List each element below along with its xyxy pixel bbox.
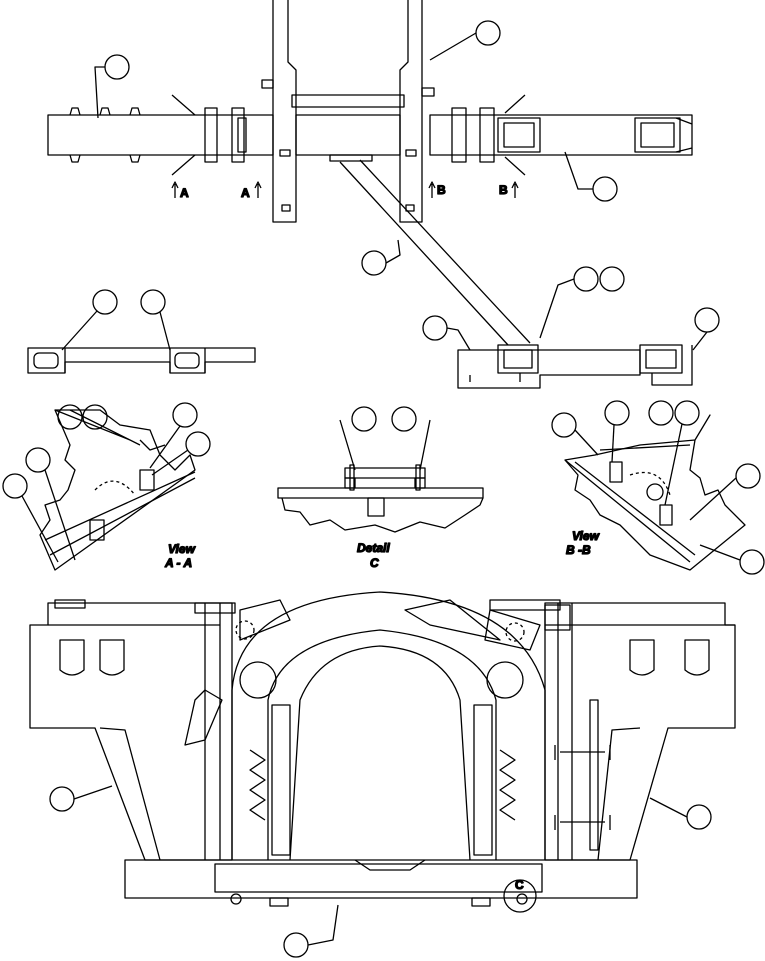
callout-balloon [664, 400, 700, 506]
section-marker-b-left: B [437, 183, 446, 197]
callout-balloon [151, 431, 211, 476]
callout-balloon [361, 239, 401, 276]
right-mount-bar [457, 344, 693, 389]
callout-balloon [82, 404, 108, 430]
detail-c-drawing [277, 419, 484, 533]
callout-balloon [604, 400, 630, 463]
callout-balloon [61, 289, 118, 351]
callout-balloon [539, 266, 599, 339]
detail-c-title-line1: Detail [357, 541, 390, 555]
callout-balloon [429, 20, 501, 61]
callout-balloon [149, 402, 198, 469]
view-bb-title-line1: View [572, 529, 600, 543]
bottom-frame-assembly [29, 591, 736, 913]
view-aa-title-line2: A - A [164, 556, 192, 570]
section-marker-b-right: B [499, 183, 508, 197]
callout-balloons [2, 20, 765, 958]
callout-balloon [692, 307, 720, 351]
callout-balloon [551, 412, 599, 456]
callout-balloon [49, 785, 113, 812]
view-bb-drawing [564, 414, 746, 571]
callout-balloon [391, 406, 417, 432]
callout-balloon [648, 400, 674, 426]
callout-balloon [564, 151, 618, 202]
section-marker-a-left: A [180, 186, 189, 200]
callout-balloon [599, 266, 625, 292]
callout-balloon [94, 54, 130, 119]
section-marker-a-right: A [241, 186, 250, 200]
callout-balloon [2, 473, 59, 563]
callout-balloon [351, 406, 377, 432]
callout-balloon [699, 544, 765, 575]
callout-balloon [283, 904, 339, 958]
callout-c-label: C [515, 878, 524, 892]
top-frame-assembly [47, 0, 693, 346]
view-bb-title-line2: B -B [566, 543, 591, 557]
callout-balloon [57, 404, 83, 430]
detail-c-title-line2: C [370, 556, 379, 570]
callout-balloon [689, 463, 761, 521]
view-aa-title-line1: View [168, 542, 196, 556]
callout-balloon [422, 315, 471, 351]
callout-balloon [25, 447, 76, 561]
view-aa-drawing [39, 409, 196, 571]
left-mount-bar [27, 347, 256, 374]
callout-balloon [649, 797, 712, 830]
callout-balloon [140, 289, 171, 351]
